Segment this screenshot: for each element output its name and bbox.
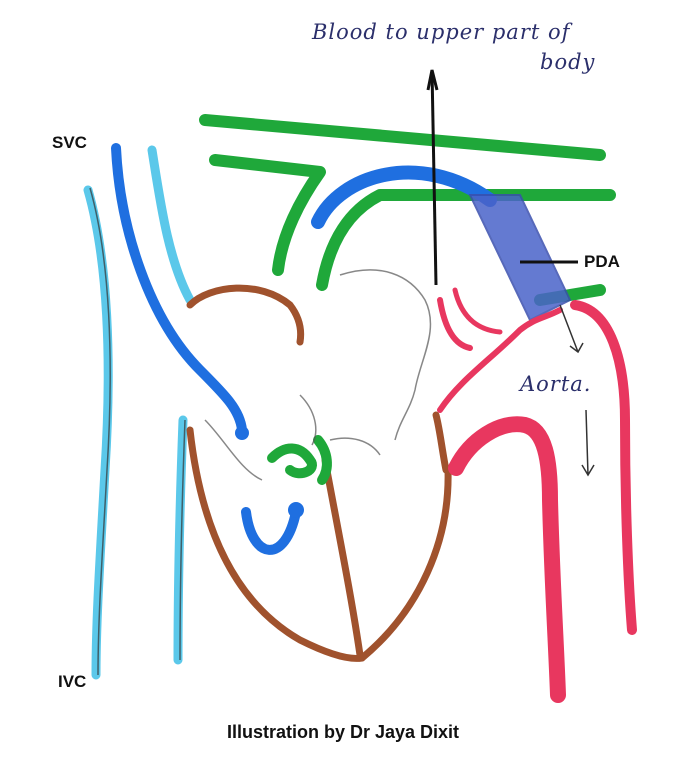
- aorta-annotation: Aorta.: [520, 372, 592, 396]
- aorta-flow-arrows: [559, 304, 595, 477]
- pda-label: PDA: [584, 252, 620, 271]
- aortic-valve-wall: [432, 411, 450, 474]
- ivc-right-wall: [173, 415, 188, 665]
- right-ventricle-wall: [186, 426, 366, 662]
- pulmonary-flow-arrow: [311, 165, 497, 229]
- vena-cava-left-wall: [83, 185, 113, 680]
- ventricle-flow-arrow: [241, 507, 301, 555]
- pulmonary-artery-upper: [199, 114, 606, 161]
- left-ventricle-wall: [358, 466, 452, 662]
- upper-body-annotation-line1: Blood to upper part of: [312, 20, 571, 44]
- upper-body-arrow: [426, 69, 439, 286]
- svc-label: SVC: [52, 133, 87, 152]
- chamber-outlines: [204, 269, 432, 481]
- upper-body-annotation-line2: body: [540, 50, 596, 74]
- svc-flow-arrow: [111, 143, 247, 435]
- interventricular-septum: [321, 456, 364, 659]
- ascending-aorta: [448, 416, 566, 703]
- heart-walls: [186, 284, 452, 662]
- ivc-label: IVC: [58, 672, 87, 691]
- aorta: [437, 287, 637, 703]
- aortic-arch-branch-2: [452, 287, 503, 335]
- ventricle-flow-head: [288, 502, 304, 518]
- pulmonary-branch-left: [209, 154, 326, 276]
- illustration-credit: Illustration by Dr Jaya Dixit: [226, 722, 460, 742]
- aortic-root: [437, 307, 563, 413]
- descending-aorta-outer: [570, 300, 637, 635]
- aortic-arch-branch: [437, 297, 473, 351]
- right-atrium-top: [186, 284, 305, 346]
- svc-flow-head: [235, 426, 249, 440]
- pda-duct: [468, 194, 572, 322]
- vena-cava-right-wall: [147, 145, 195, 305]
- pulmonary-branch-right: [316, 189, 616, 291]
- tricuspid-valve: [267, 435, 332, 485]
- deoxygenated-flow: [111, 143, 301, 555]
- vena-cava: [83, 145, 195, 680]
- pulmonary-vessels: [199, 114, 616, 306]
